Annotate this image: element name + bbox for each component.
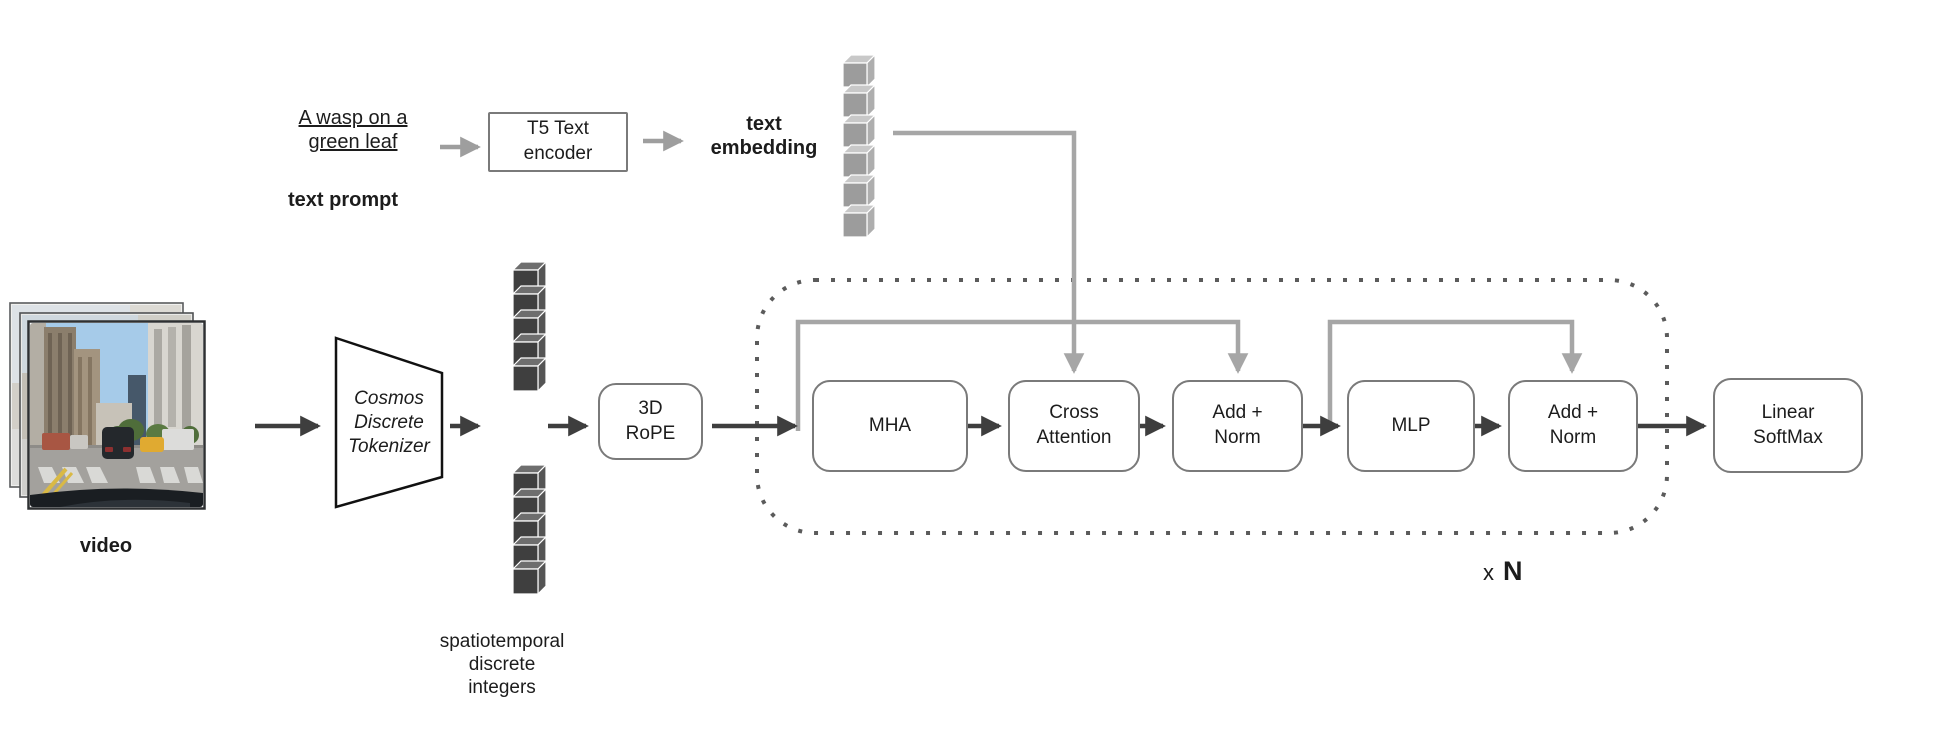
block-mha: MHA — [812, 380, 968, 472]
block-add-norm-1-label: Add + Norm — [1212, 402, 1263, 448]
suv — [102, 427, 134, 459]
repeat-count: N — [1503, 556, 1523, 586]
t5-encoder-label: T5 Text encoder — [523, 118, 593, 164]
video-photo — [27, 320, 206, 510]
video-frames — [9, 302, 206, 510]
block-add-norm-2-label: Add + Norm — [1547, 402, 1599, 448]
tokenizer-label: Cosmos Discrete Tokenizer — [348, 388, 430, 457]
crosswalk — [38, 467, 203, 483]
rope-box: 3D RoPE — [598, 383, 703, 460]
t5-encoder-box: T5 Text encoder — [488, 112, 628, 172]
skip-connection-mlp-to-addnorm — [1327, 319, 1583, 431]
block-add-norm-2: Add + Norm — [1508, 380, 1638, 472]
block-mha-label: MHA — [868, 414, 912, 436]
text-prompt-value: A wasp on a green leaf — [298, 107, 408, 154]
transformer-dotted-box — [755, 278, 1669, 535]
token-cubes-top — [511, 260, 548, 393]
video-caption: video — [79, 535, 133, 557]
text-embedding-cubes — [841, 53, 877, 239]
text-prompt-caption: text prompt — [288, 189, 398, 211]
rope-label: 3D RoPE — [625, 397, 676, 444]
token-cubes-bottom — [511, 463, 548, 596]
linear-softmax-label: Linear SoftMax — [1753, 401, 1823, 448]
block-cross-attention-label: Cross Attention — [1036, 402, 1112, 448]
linear-softmax-box: Linear SoftMax — [1713, 378, 1863, 473]
block-add-norm-1: Add + Norm — [1172, 380, 1303, 472]
block-mlp: MLP — [1347, 380, 1475, 472]
repeat-prefix: x — [1483, 560, 1494, 585]
skip-connection-mha-to-addnorm — [795, 319, 1249, 431]
block-cross-attention: Cross Attention — [1008, 380, 1140, 472]
block-mlp-label: MLP — [1391, 414, 1431, 436]
embedding-to-cross-attention-line — [893, 130, 1085, 374]
text-embedding-label: text embedding — [710, 113, 818, 160]
tokenizer-trapezoid — [334, 336, 444, 509]
tokens-caption: spatiotemporal discrete integers — [439, 631, 565, 699]
